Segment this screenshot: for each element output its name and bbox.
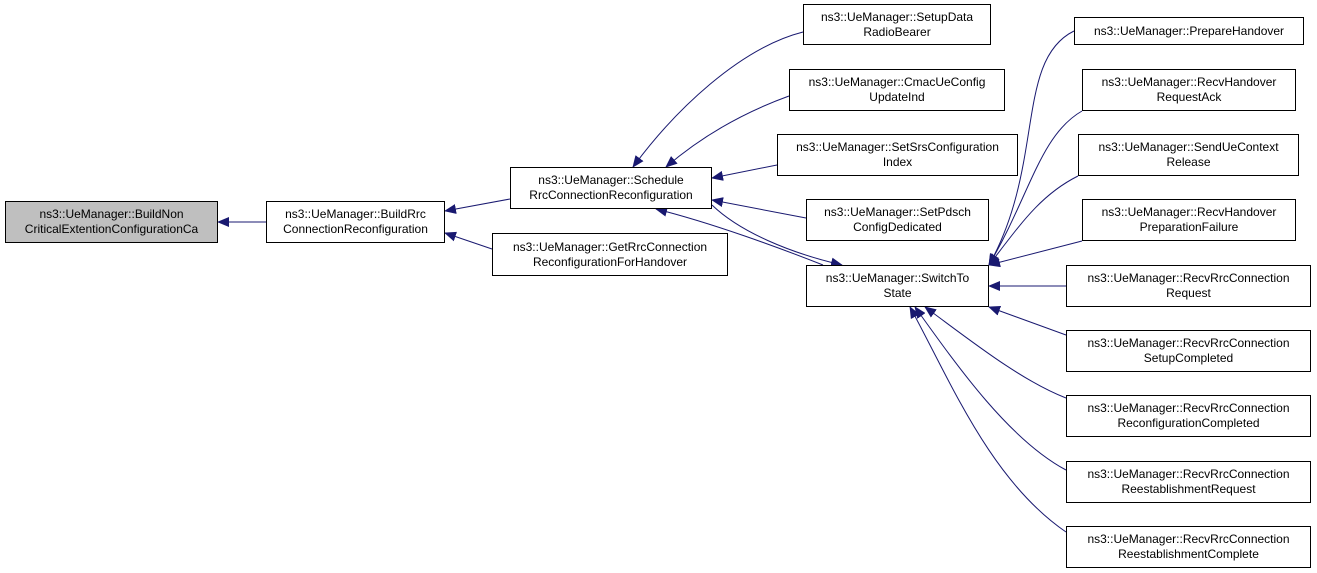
node-label-line: Release bbox=[1166, 155, 1211, 169]
node-label-line: CriticalExtentionConfigurationCa bbox=[24, 222, 199, 236]
node-label-line: ReconfigurationForHandover bbox=[532, 254, 688, 269]
node-label-line: SetupCompleted bbox=[1143, 351, 1234, 365]
node-label-line: ns3::UeManager::SendUeContext bbox=[1098, 140, 1279, 154]
edge-rrcec-to-switch bbox=[909, 306, 1067, 533]
node-label-line: RequestAck bbox=[1156, 90, 1222, 104]
node-recv-rrc-connection-setup-completed[interactable]: ns3::UeManager::RecvRrcConnection SetupC… bbox=[1066, 330, 1311, 372]
node-label-line: ns3::UeManager::Schedule bbox=[538, 173, 684, 187]
node-recv-rrc-connection-reconfiguration-completed[interactable]: ns3::UeManager::RecvRrcConnection Reconf… bbox=[1066, 395, 1311, 437]
node-send-ue-context-release[interactable]: ns3::UeManager::SendUeContext Release bbox=[1078, 134, 1299, 176]
node-recv-rrc-connection-reestablishment-complete[interactable]: ns3::UeManager::RecvRrcConnection Reesta… bbox=[1066, 526, 1311, 568]
edge-srs-to-sched bbox=[711, 164, 778, 181]
node-label-line: ns3::UeManager::SetSrsConfiguration bbox=[796, 140, 999, 154]
node-label-line: RrcConnectionReconfiguration bbox=[529, 188, 693, 202]
node-label-line: ns3::UeManager::RecvRrcConnection bbox=[1087, 336, 1290, 350]
node-cmac-ue-config-update-ind[interactable]: ns3::UeManager::CmacUeConfig UpdateInd bbox=[789, 69, 1005, 111]
edge-switch-to-sched bbox=[655, 206, 824, 266]
edge-rrcer-to-switch bbox=[914, 306, 1067, 471]
node-label-line: ConfigDedicated bbox=[853, 220, 942, 234]
node-label-line: Index bbox=[882, 155, 913, 169]
node-label-line: State bbox=[883, 286, 912, 300]
node-label-line: ReconfigurationCompleted bbox=[1117, 416, 1260, 430]
node-label-line: PreparationFailure bbox=[1139, 220, 1239, 234]
node-label-line: ns3::UeManager::BuildNon bbox=[39, 207, 184, 221]
node-label-line: ReestablishmentComplete bbox=[1118, 547, 1259, 561]
node-label-line: ns3::UeManager::CmacUeConfig bbox=[808, 75, 986, 89]
node-label-line: RadioBearer bbox=[863, 24, 931, 39]
edge-sucr-to-switch bbox=[988, 175, 1079, 266]
edge-sched-to-switch bbox=[711, 204, 843, 268]
node-label-line: ns3::UeManager::SetPdsch bbox=[824, 205, 971, 219]
node-set-srs-configuration-index[interactable]: ns3::UeManager::SetSrsConfiguration Inde… bbox=[777, 134, 1018, 176]
edge-rhra-to-switch bbox=[988, 110, 1083, 266]
edge-prep-to-switch bbox=[988, 30, 1075, 266]
edge-rhpf-to-switch bbox=[988, 240, 1083, 268]
node-label-line: ns3::UeManager::RecvRrcConnection bbox=[1087, 532, 1290, 546]
node-label-line: ns3::UeManager::RecvHandover bbox=[1101, 75, 1277, 89]
node-label-line: ns3::UeManager::RecvRrcConnection bbox=[1087, 401, 1290, 415]
node-switch-to-state[interactable]: ns3::UeManager::SwitchTo State bbox=[806, 265, 989, 307]
node-recv-rrc-connection-request[interactable]: ns3::UeManager::RecvRrcConnection Reques… bbox=[1066, 265, 1311, 307]
node-label-line: ns3::UeManager::SwitchTo bbox=[825, 271, 970, 285]
node-label-line: ns3::UeManager::RecvHandover bbox=[1101, 205, 1277, 219]
node-label-line: ns3::UeManager::BuildRrc bbox=[285, 207, 426, 221]
node-label-line: UpdateInd bbox=[869, 90, 925, 104]
edge-pdsch-to-sched bbox=[711, 197, 807, 219]
node-recv-handover-request-ack[interactable]: ns3::UeManager::RecvHandover RequestAck bbox=[1082, 69, 1296, 111]
edge-rrcs-to-switch bbox=[988, 306, 1067, 336]
node-label-line: ConnectionReconfiguration bbox=[283, 222, 428, 236]
node-setup-data-radio-bearer[interactable]: ns3::UeManager::SetupData RadioBearer bbox=[803, 4, 991, 45]
edge-getrrc-to-build bbox=[444, 231, 493, 250]
node-schedule-rrc-connection-reconfiguration[interactable]: ns3::UeManager::Schedule RrcConnectionRe… bbox=[510, 167, 712, 209]
node-get-rrc-connection-reconfiguration-for-handover[interactable]: ns3::UeManager::GetRrcConnection Reconfi… bbox=[492, 233, 728, 276]
edge-sched-to-build bbox=[444, 198, 511, 214]
node-label-line: ReestablishmentRequest bbox=[1121, 482, 1256, 496]
node-build-rrc-connection-reconfiguration[interactable]: ns3::UeManager::BuildRrc ConnectionRecon… bbox=[266, 201, 445, 243]
node-recv-handover-preparation-failure[interactable]: ns3::UeManager::RecvHandover Preparation… bbox=[1082, 199, 1296, 241]
edge-cmac-to-sched bbox=[665, 95, 790, 168]
node-set-pdsch-config-dedicated[interactable]: ns3::UeManager::SetPdsch ConfigDedicated bbox=[806, 199, 989, 241]
node-build-non-critical-extention-configuration-ca: ns3::UeManager::BuildNon CriticalExtenti… bbox=[5, 201, 218, 243]
node-label-line: ns3::UeManager::RecvRrcConnection bbox=[1087, 467, 1290, 481]
node-prepare-handover[interactable]: ns3::UeManager::PrepareHandover bbox=[1074, 17, 1304, 45]
node-label-line: ns3::UeManager::PrepareHandover bbox=[1093, 23, 1285, 38]
edge-setup-to-sched bbox=[632, 31, 804, 168]
node-recv-rrc-connection-reestablishment-request[interactable]: ns3::UeManager::RecvRrcConnection Reesta… bbox=[1066, 461, 1311, 503]
node-label-line: ns3::UeManager::GetRrcConnection bbox=[512, 239, 708, 254]
node-label-line: Request bbox=[1166, 286, 1211, 300]
node-label-line: ns3::UeManager::SetupData bbox=[820, 9, 974, 24]
edge-rrcrc-to-switch bbox=[924, 306, 1067, 399]
node-label-line: ns3::UeManager::RecvRrcConnection bbox=[1087, 271, 1290, 285]
